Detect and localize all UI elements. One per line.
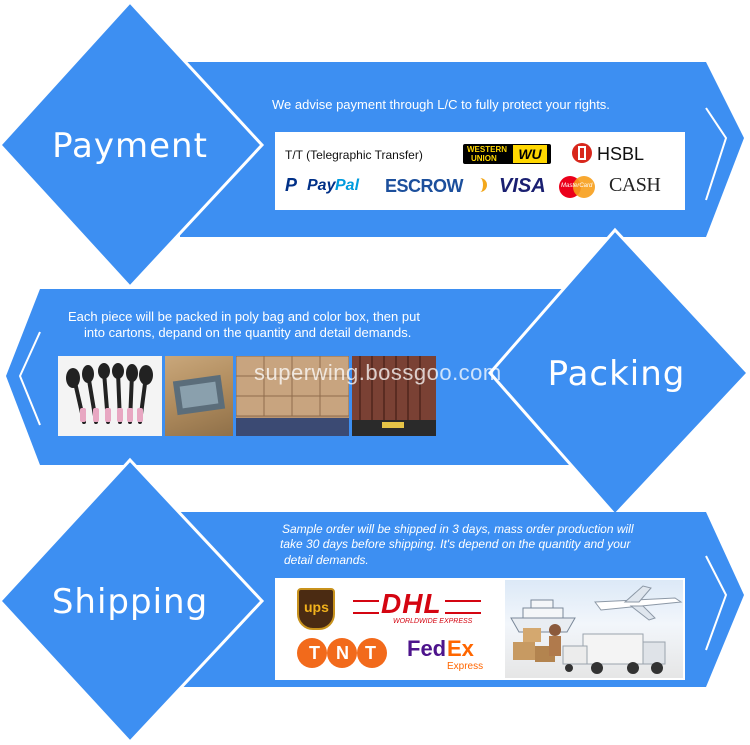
packing-photo-utensils [58,356,162,436]
packing-photo-box [165,356,233,436]
fedex-logo: Fed Ex Express [407,636,484,672]
packing-chevron [18,331,41,426]
hsbc-logo-icon [572,143,592,163]
dhl-subtitle: WORLDWIDE EXPRESS [393,618,473,625]
hsbc-label: HSBL [597,144,645,164]
mastercard-logo: MasterCard [559,176,595,198]
visa-logo: VISA [499,175,546,197]
shipping-transport-photo [505,580,683,678]
watermark-text: superwing.bossgoo.com [254,360,502,385]
tt-label: T/T (Telegraphic Transfer) [285,148,423,162]
shipping-text-line3: detail demands. [284,553,369,567]
western-union-logo: WESTERN UNION WU [463,144,551,164]
packing-title: Packing [547,354,686,394]
transport-icon [510,585,683,674]
cash-logo: CASH [609,174,661,196]
utensils-icon [66,363,153,424]
packing-photo-cartons [236,356,349,436]
shipping-carriers-panel: ups DHL WORLDWIDE EXPRESS TNT Fed Ex Exp… [275,578,685,680]
escrow-logo: ESCROW [385,176,464,196]
packing-photo-container [352,356,436,436]
shipping-text-line2: take 30 days before shipping. It's depen… [280,537,631,551]
shipping-text-line1: Sample order will be shipped in 3 days, … [282,522,634,536]
dhl-stripes [353,600,379,614]
shipping-title: Shipping [51,582,209,622]
escrow-swoosh-icon [471,178,487,192]
packing-text-line1: Each piece will be packed in poly bag an… [68,309,420,324]
paypal-p-icon: P [285,175,298,195]
packing-text-line2: into cartons, depand on the quantity and… [84,325,412,340]
dhl-logo: DHL [381,588,442,619]
tnt-logo: TNT [297,638,387,668]
ups-shield-icon: ups [297,588,335,630]
payment-methods-panel: T/T (Telegraphic Transfer) WESTERN UNION… [275,132,685,210]
payment-chevron [705,107,728,201]
shipping-chevron [705,555,728,651]
payment-text: We advise payment through L/C to fully p… [272,97,610,112]
payment-title: Payment [52,126,208,166]
